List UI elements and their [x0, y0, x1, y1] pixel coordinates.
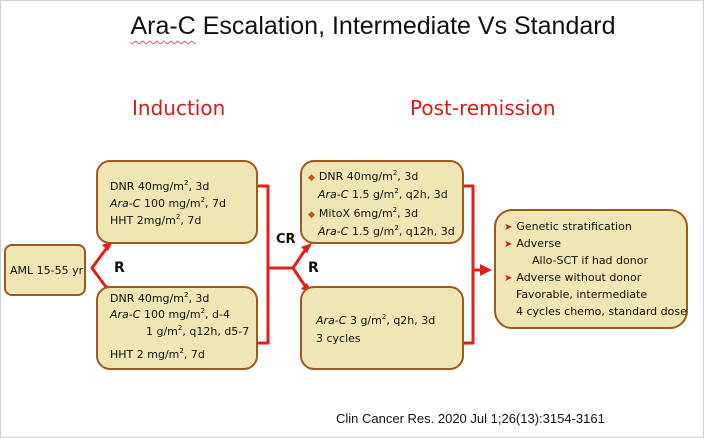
induction-top-line: HHT 2mg/m2, 7d	[110, 213, 202, 227]
post-top-line: Ara-C 1.5 g/m2, q12h, 3d	[318, 224, 455, 238]
diamond-bullet-icon: ◆	[308, 210, 315, 220]
induction-bottom-line: DNR 40mg/m2, 3d	[110, 291, 210, 305]
heading-induction: Induction	[132, 96, 226, 120]
outcome-line: ➤Adverse	[504, 237, 562, 250]
arrowhead2-up	[301, 243, 312, 253]
randomization-label: R	[308, 260, 319, 276]
citation: Clin Cancer Res. 2020 Jul 1;26(13):3154-…	[336, 411, 605, 426]
randomization-label: R	[114, 260, 125, 276]
arrow-bullet-icon: ➤	[504, 222, 513, 233]
post-remission-intermediate-box: ◆DNR 40mg/m2, 3d Ara-C 1.5 g/m2, q2h, 3d…	[300, 160, 464, 244]
induction-top-line: DNR 40mg/m2, 3d	[110, 179, 210, 193]
outcome-line: ➤Adverse without donor	[504, 271, 642, 284]
induction-top-line: Ara-C 100 mg/m2, 7d	[110, 196, 227, 210]
diamond-bullet-icon: ◆	[308, 173, 315, 183]
induction-bottom-line: Ara-C 100 mg/m2, d-4	[110, 307, 230, 321]
post-top-line: ◆MitoX 6mg/m2, 3d	[308, 206, 419, 220]
outcome-line: 4 cycles chemo, standard dose	[516, 305, 687, 318]
post-top-line: Ara-C 1.5 g/m2, q2h, 3d	[318, 187, 448, 201]
heading-post-remission: Post-remission	[410, 96, 556, 120]
induction-bottom-line: HHT 2 mg/m2, 7d	[110, 347, 205, 361]
outcome-line: ➤Genetic stratification	[504, 220, 632, 233]
start-box: AML 15-55 yr	[4, 244, 86, 296]
arrow-bullet-icon: ➤	[504, 273, 513, 284]
slide-title: Ara-C Escalation, Intermediate Vs Standa…	[130, 12, 616, 40]
start-label: AML 15-55 yr	[10, 264, 84, 277]
cr-label: CR	[276, 232, 296, 247]
induction-intermediate-box: DNR 40mg/m2, 3d Ara-C 100 mg/m2, d-4 1 g…	[96, 286, 258, 370]
arrow-bullet-icon: ➤	[504, 239, 513, 250]
post-remission-standard-box: Ara-C 3 g/m2, q2h, 3d 3 cycles	[300, 286, 464, 370]
induction-standard-box: DNR 40mg/m2, 3d Ara-C 100 mg/m2, 7d HHT …	[96, 160, 258, 244]
post-bottom-line: 3 cycles	[316, 332, 361, 345]
arrowhead-outcome	[480, 264, 492, 276]
outcome-box: ➤Genetic stratification ➤Adverse Allo-SC…	[494, 209, 688, 329]
induction-bottom-line: 1 g/m2, q12h, d5-7	[146, 324, 250, 338]
post-top-line: ◆DNR 40mg/m2, 3d	[308, 169, 419, 183]
outcome-line: Favorable, intermediate	[516, 288, 648, 301]
outcome-line: Allo-SCT if had donor	[532, 254, 648, 267]
post-bottom-line: Ara-C 3 g/m2, q2h, 3d	[316, 313, 436, 327]
